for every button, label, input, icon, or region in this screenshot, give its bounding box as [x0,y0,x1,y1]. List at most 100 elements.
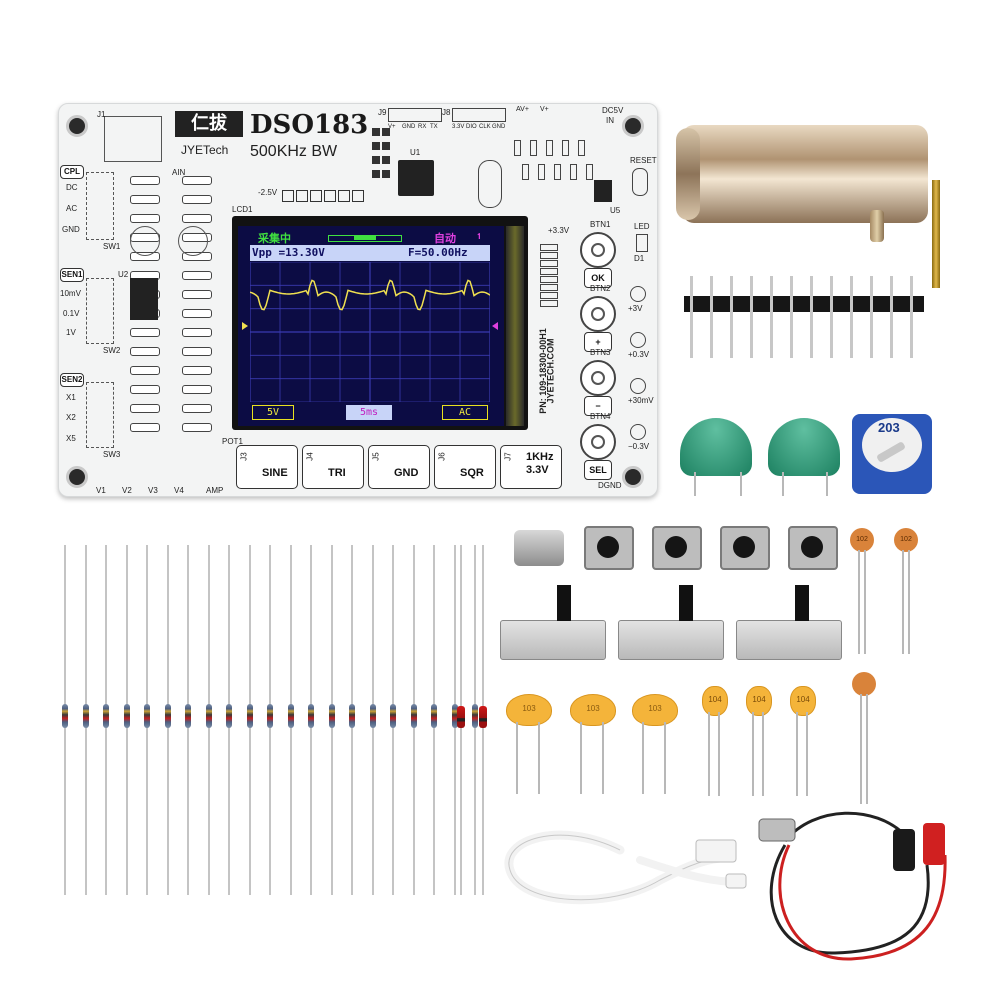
tactile-switch [652,526,702,570]
smd-pad [540,276,558,283]
smd-pad [372,128,380,136]
ain-label: AIN [172,168,186,177]
capacitor-leg [642,722,644,794]
bnc-connector-lead [932,180,940,288]
j1-connector-outline [104,116,162,162]
header-label-gnd2: GND [492,124,506,130]
trimmer-dial [862,418,922,472]
tact-button-footprint [580,360,616,396]
header-label-clk: CLK [479,124,491,130]
resistor-body [472,704,478,728]
ac-label: AC [66,204,78,213]
tactile-switch [720,526,770,570]
d1-label: D1 [634,254,645,263]
yellow-small-capacitor: 104 [702,686,728,716]
smd-pad [554,164,561,180]
capacitor-leg [860,694,862,804]
resistor-body [451,704,458,728]
function-output-box [434,445,496,489]
slide-lever [795,585,809,621]
capacitor-leg [762,712,764,796]
resistor-body [287,704,294,728]
smd-pad [324,190,336,202]
trimmer-footprint [130,226,160,256]
sen2-label: SEN2 [60,373,84,387]
dc-label: DC [66,183,78,192]
diode-body [457,706,465,728]
test-point-pad [630,378,646,394]
reset-button-footprint [632,168,648,196]
capacitor-leg [538,722,540,794]
j8-label: J8 [442,108,451,117]
function-output-box [500,445,562,489]
resistor-body [144,704,150,728]
resistor-body [267,704,273,728]
lcd-time-div: 5ms [346,405,392,420]
smd-pad [382,142,390,150]
tactile-switch [584,526,634,570]
resistor-body [164,704,171,728]
mounting-hole [66,466,88,488]
smd-pad [372,156,380,164]
smd-pad [570,164,577,180]
resistor-body [390,704,396,728]
capacitor-leg [864,550,866,654]
resistor-body [82,704,89,728]
resistor-pad [182,271,212,280]
test-point-label: −0.3V [628,442,650,451]
sw1-footprint [86,172,114,240]
header-pin [750,276,753,358]
lcd-graticule [250,262,490,402]
resistor-body [308,704,314,728]
sw2-label: SW2 [103,346,121,355]
plus33v-label: +3.3V [548,226,570,235]
sen1-01v-label: 0.1V [63,309,80,318]
mounting-hole [66,115,88,137]
alligator-clip-red [923,823,945,865]
button-label: − [584,396,612,416]
amp-label: AMP [206,486,224,495]
header-label-dio: DIO [466,124,477,130]
green-electrolytic-capacitor [768,418,840,476]
lcd-trigger-edge-icon: ↿ [476,229,483,242]
part-number-text: PN: 109-18300-00H1 JYETECH.COM [530,326,570,430]
lcd-ground-marker [242,322,248,330]
resistor-body [205,704,212,728]
website-text: JYETECH.COM [545,338,556,404]
resistor-pad [182,195,212,204]
bandwidth-label: 500KHz BW [250,143,338,160]
sw3-label: SW3 [103,450,121,459]
resistor-pad [130,214,160,223]
switch-knob [597,536,619,558]
resistor-pad [182,366,212,375]
bnc-connector-pin [870,210,884,242]
header-pin [910,276,913,358]
button-id-label: BTN4 [590,412,611,421]
resistor-pad [182,290,212,299]
probe-wire-top [783,811,907,842]
sw3-footprint [86,382,114,448]
resistor-pad [182,309,212,318]
dgnd-label: DGND [598,481,622,490]
lcd1-label: LCD1 [232,205,253,214]
probe-bnc-plug [758,818,796,842]
mounting-hole [622,466,644,488]
tact-button-footprint [580,424,616,460]
header-pin [710,276,713,358]
smd-pad [514,140,521,156]
switch-knob [801,536,823,558]
header-label-33v: 3.3V [452,124,465,130]
smd-pad [382,156,390,164]
probe-cable [758,811,947,961]
sen1-10mv-label: 10mV [60,289,81,298]
sen2-x2-label: X2 [66,413,76,422]
header-pin [850,276,853,358]
smd-pad [372,142,380,150]
header-label-rx: RX [418,124,427,130]
resistor-pad [130,195,160,204]
yellow-capacitor: 103 [570,694,616,726]
diode-body [479,706,487,728]
slide-switch [618,585,724,660]
function-output-box [236,445,298,489]
usb-cable-tail [636,856,736,886]
